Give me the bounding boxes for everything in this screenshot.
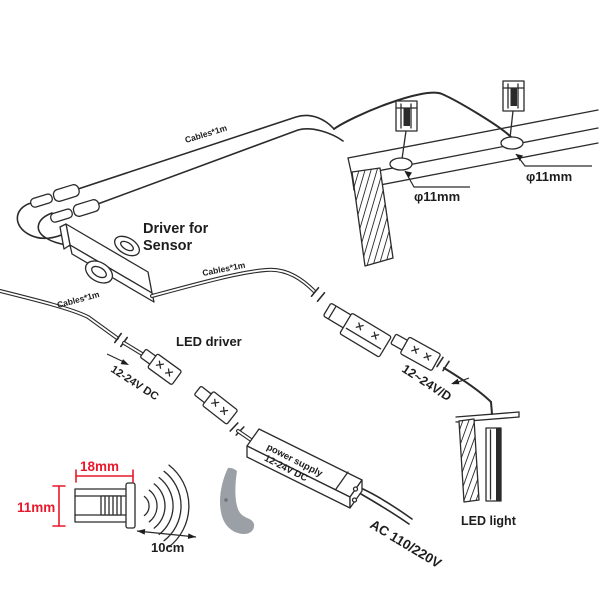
cable-driver-to-junction [150, 267, 326, 303]
led-driver-connector [140, 348, 182, 385]
sensor-range-label: 10cm [151, 540, 184, 555]
dimension-height [52, 485, 66, 527]
wall-section [351, 167, 394, 267]
sensor-waves [143, 464, 190, 548]
hole-right-label: φ11mm [526, 169, 572, 184]
cable-to-power-supply [229, 422, 256, 444]
hole-right [500, 136, 592, 167]
sensor-width-label: 18mm [80, 459, 119, 474]
led-driver-label: LED driver [176, 334, 242, 349]
sensor-head-left [395, 100, 418, 160]
cable-to-led-light [436, 356, 493, 415]
cable-label-left: Cables*1m [56, 289, 101, 310]
led-feed-connector [390, 333, 441, 371]
driver-for-sensor-label-line1: Driver for [143, 221, 209, 237]
hole-left-label: φ11mm [414, 189, 460, 204]
junction-connector-large [339, 313, 392, 358]
driver-for-sensor-label-line2: Sensor [143, 238, 193, 254]
sensor-detail-inset [52, 464, 255, 548]
hole-left [389, 157, 470, 188]
power-plug-connector [194, 385, 238, 425]
led-light-label: LED light [461, 514, 517, 528]
dimension-width [75, 469, 134, 483]
driver-for-sensor-box [59, 223, 155, 303]
cable-connector-b [49, 199, 100, 223]
hand-silhouette [219, 467, 255, 535]
ac-input-label: AC 110/220V [367, 517, 444, 571]
silhouette-dot [224, 498, 228, 502]
dimension-range [136, 529, 197, 539]
sensor-head-right [502, 80, 525, 139]
sensor-height-label: 11mm [17, 500, 55, 515]
power-supply-box [246, 428, 413, 525]
led-light [455, 411, 520, 503]
cable-connector-a [29, 184, 80, 208]
sensor-cables [16, 91, 512, 247]
